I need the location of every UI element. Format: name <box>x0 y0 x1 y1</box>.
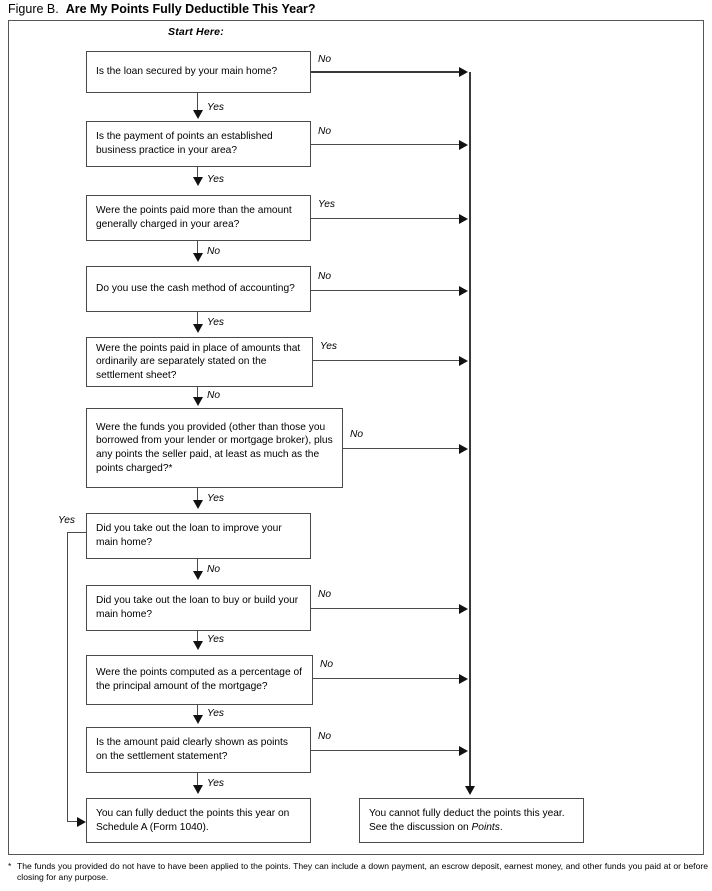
edge-q2-yes-line <box>197 167 199 179</box>
edge-q7-no-line <box>197 559 199 573</box>
node-q3[interactable]: Were the points paid more than the amoun… <box>86 195 311 241</box>
edge-q6-yes-arrow <box>193 500 203 509</box>
edge-q3-yes-line <box>311 218 463 220</box>
node-q6-text: Were the funds you provided (other than … <box>96 421 333 474</box>
node-q7[interactable]: Did you take out the loan to improve you… <box>86 513 311 559</box>
edge-label-q8-yes: Yes <box>207 634 224 645</box>
edge-label-q10-yes: Yes <box>207 778 224 789</box>
edge-q8-yes-arrow <box>193 641 203 650</box>
edge-q5-yes-arrow <box>459 356 468 366</box>
right-trunk-line <box>469 72 471 786</box>
result-no-part1: You cannot fully deduct the points this … <box>369 807 565 833</box>
node-q8[interactable]: Did you take out the loan to buy or buil… <box>86 585 311 631</box>
edge-label-q6-yes: Yes <box>207 493 224 504</box>
node-q4[interactable]: Do you use the cash method of accounting… <box>86 266 311 312</box>
edge-label-q10-no: No <box>318 731 332 742</box>
edge-q9-yes-line <box>197 705 199 717</box>
edge-q7-yes-arrow <box>77 817 86 827</box>
edge-label-q5-no: No <box>207 390 221 401</box>
node-result-not-deductible[interactable]: You cannot fully deduct the points this … <box>359 798 584 843</box>
footnote: * The funds you provided do not have to … <box>8 861 708 884</box>
figure-title: Figure B. Are My Points Fully Deductible … <box>8 2 316 16</box>
node-result-fully-deductible[interactable]: You can fully deduct the points this yea… <box>86 798 311 843</box>
edge-q2-yes-arrow <box>193 177 203 186</box>
edge-q5-no-arrow <box>193 397 203 406</box>
edge-label-q4-yes: Yes <box>207 317 224 328</box>
start-here-label: Start Here: <box>168 26 224 38</box>
edge-q4-yes-line <box>197 312 199 326</box>
edge-label-q2-yes: Yes <box>207 174 224 185</box>
edge-label-q1-no: No <box>318 54 332 65</box>
edge-label-q9-yes: Yes <box>207 708 224 719</box>
edge-q10-no-arrow <box>459 746 468 756</box>
footnote-star: * <box>8 861 12 871</box>
edge-q6-no-line <box>343 448 463 450</box>
edge-q3-no-arrow <box>193 253 203 262</box>
node-q2-text: Is the payment of points an established … <box>96 131 273 156</box>
edge-q1-no-line <box>311 71 463 73</box>
edge-label-q5-yes: Yes <box>320 341 337 352</box>
edge-q8-no-line <box>311 608 463 610</box>
edge-q1-yes-line <box>197 93 199 112</box>
edge-q7-yes-return-line <box>67 821 80 823</box>
edge-q8-yes-line <box>197 631 199 643</box>
edge-label-q7-yes: Yes <box>58 515 75 526</box>
edge-label-q1-yes: Yes <box>207 102 224 113</box>
edge-q5-yes-line <box>313 360 463 362</box>
edge-q1-no-arrow <box>459 67 468 77</box>
footnote-text: The funds you provided do not have to ha… <box>17 861 708 883</box>
node-q10[interactable]: Is the amount paid clearly shown as poin… <box>86 727 311 773</box>
edge-q3-yes-arrow <box>459 214 468 224</box>
edge-q7-no-arrow <box>193 571 203 580</box>
edge-label-q2-no: No <box>318 126 332 137</box>
edge-q9-no-line <box>313 678 463 680</box>
node-q10-text: Is the amount paid clearly shown as poin… <box>96 737 288 762</box>
edge-label-q7-no: No <box>207 564 221 575</box>
edge-q6-yes-line <box>197 488 199 502</box>
result-no-italic: Points <box>471 821 500 833</box>
edge-q4-no-arrow <box>459 286 468 296</box>
node-q7-text: Did you take out the loan to improve you… <box>96 523 282 548</box>
node-q1-text: Is the loan secured by your main home? <box>96 66 278 78</box>
node-q6[interactable]: Were the funds you provided (other than … <box>86 408 343 488</box>
figure-frame <box>8 20 704 855</box>
edge-q4-yes-arrow <box>193 324 203 333</box>
node-q1[interactable]: Is the loan secured by your main home? <box>86 51 311 93</box>
edge-label-q8-no: No <box>318 589 332 600</box>
edge-q2-no-arrow <box>459 140 468 150</box>
edge-label-q4-no: No <box>318 271 332 282</box>
edge-q9-no-arrow <box>459 674 468 684</box>
node-q3-text: Were the points paid more than the amoun… <box>96 205 292 230</box>
edge-q7-yes-vline <box>67 532 69 822</box>
edge-q7-yes-hline <box>67 532 86 534</box>
node-q5-text: Were the points paid in place of amounts… <box>96 342 301 381</box>
edge-q5-no-line <box>197 387 199 399</box>
edge-q4-no-line <box>311 290 463 292</box>
node-q9-text: Were the points computed as a percentage… <box>96 667 302 692</box>
node-q2[interactable]: Is the payment of points an established … <box>86 121 311 167</box>
edge-label-q3-no: No <box>207 246 221 257</box>
edge-q10-no-line <box>311 750 463 752</box>
node-q5[interactable]: Were the points paid in place of amounts… <box>86 337 313 387</box>
result-no-part2: . <box>499 821 503 833</box>
node-result-fully-deductible-text: You can fully deduct the points this yea… <box>96 807 290 833</box>
edge-q6-no-arrow <box>459 444 468 454</box>
edge-label-q9-no: No <box>320 659 334 670</box>
edge-q3-no-line <box>197 241 199 255</box>
figure-label: Figure B. <box>8 2 59 16</box>
node-q4-text: Do you use the cash method of accounting… <box>96 283 295 295</box>
edge-q1-yes-arrow <box>193 110 203 119</box>
right-trunk-arrow-into-result <box>465 786 475 795</box>
edge-q10-yes-line <box>197 773 199 787</box>
edge-q2-no-line <box>311 144 463 146</box>
node-q9[interactable]: Were the points computed as a percentage… <box>86 655 313 705</box>
node-q8-text: Did you take out the loan to buy or buil… <box>96 595 299 620</box>
edge-q10-yes-arrow <box>193 785 203 794</box>
edge-label-q3-yes: Yes <box>318 199 335 210</box>
figure-title-text: Are My Points Fully Deductible This Year… <box>65 2 316 16</box>
edge-q8-no-arrow <box>459 604 468 614</box>
node-result-not-deductible-text: You cannot fully deduct the points this … <box>360 807 583 834</box>
edge-label-q6-no: No <box>350 429 364 440</box>
edge-q9-yes-arrow <box>193 715 203 724</box>
